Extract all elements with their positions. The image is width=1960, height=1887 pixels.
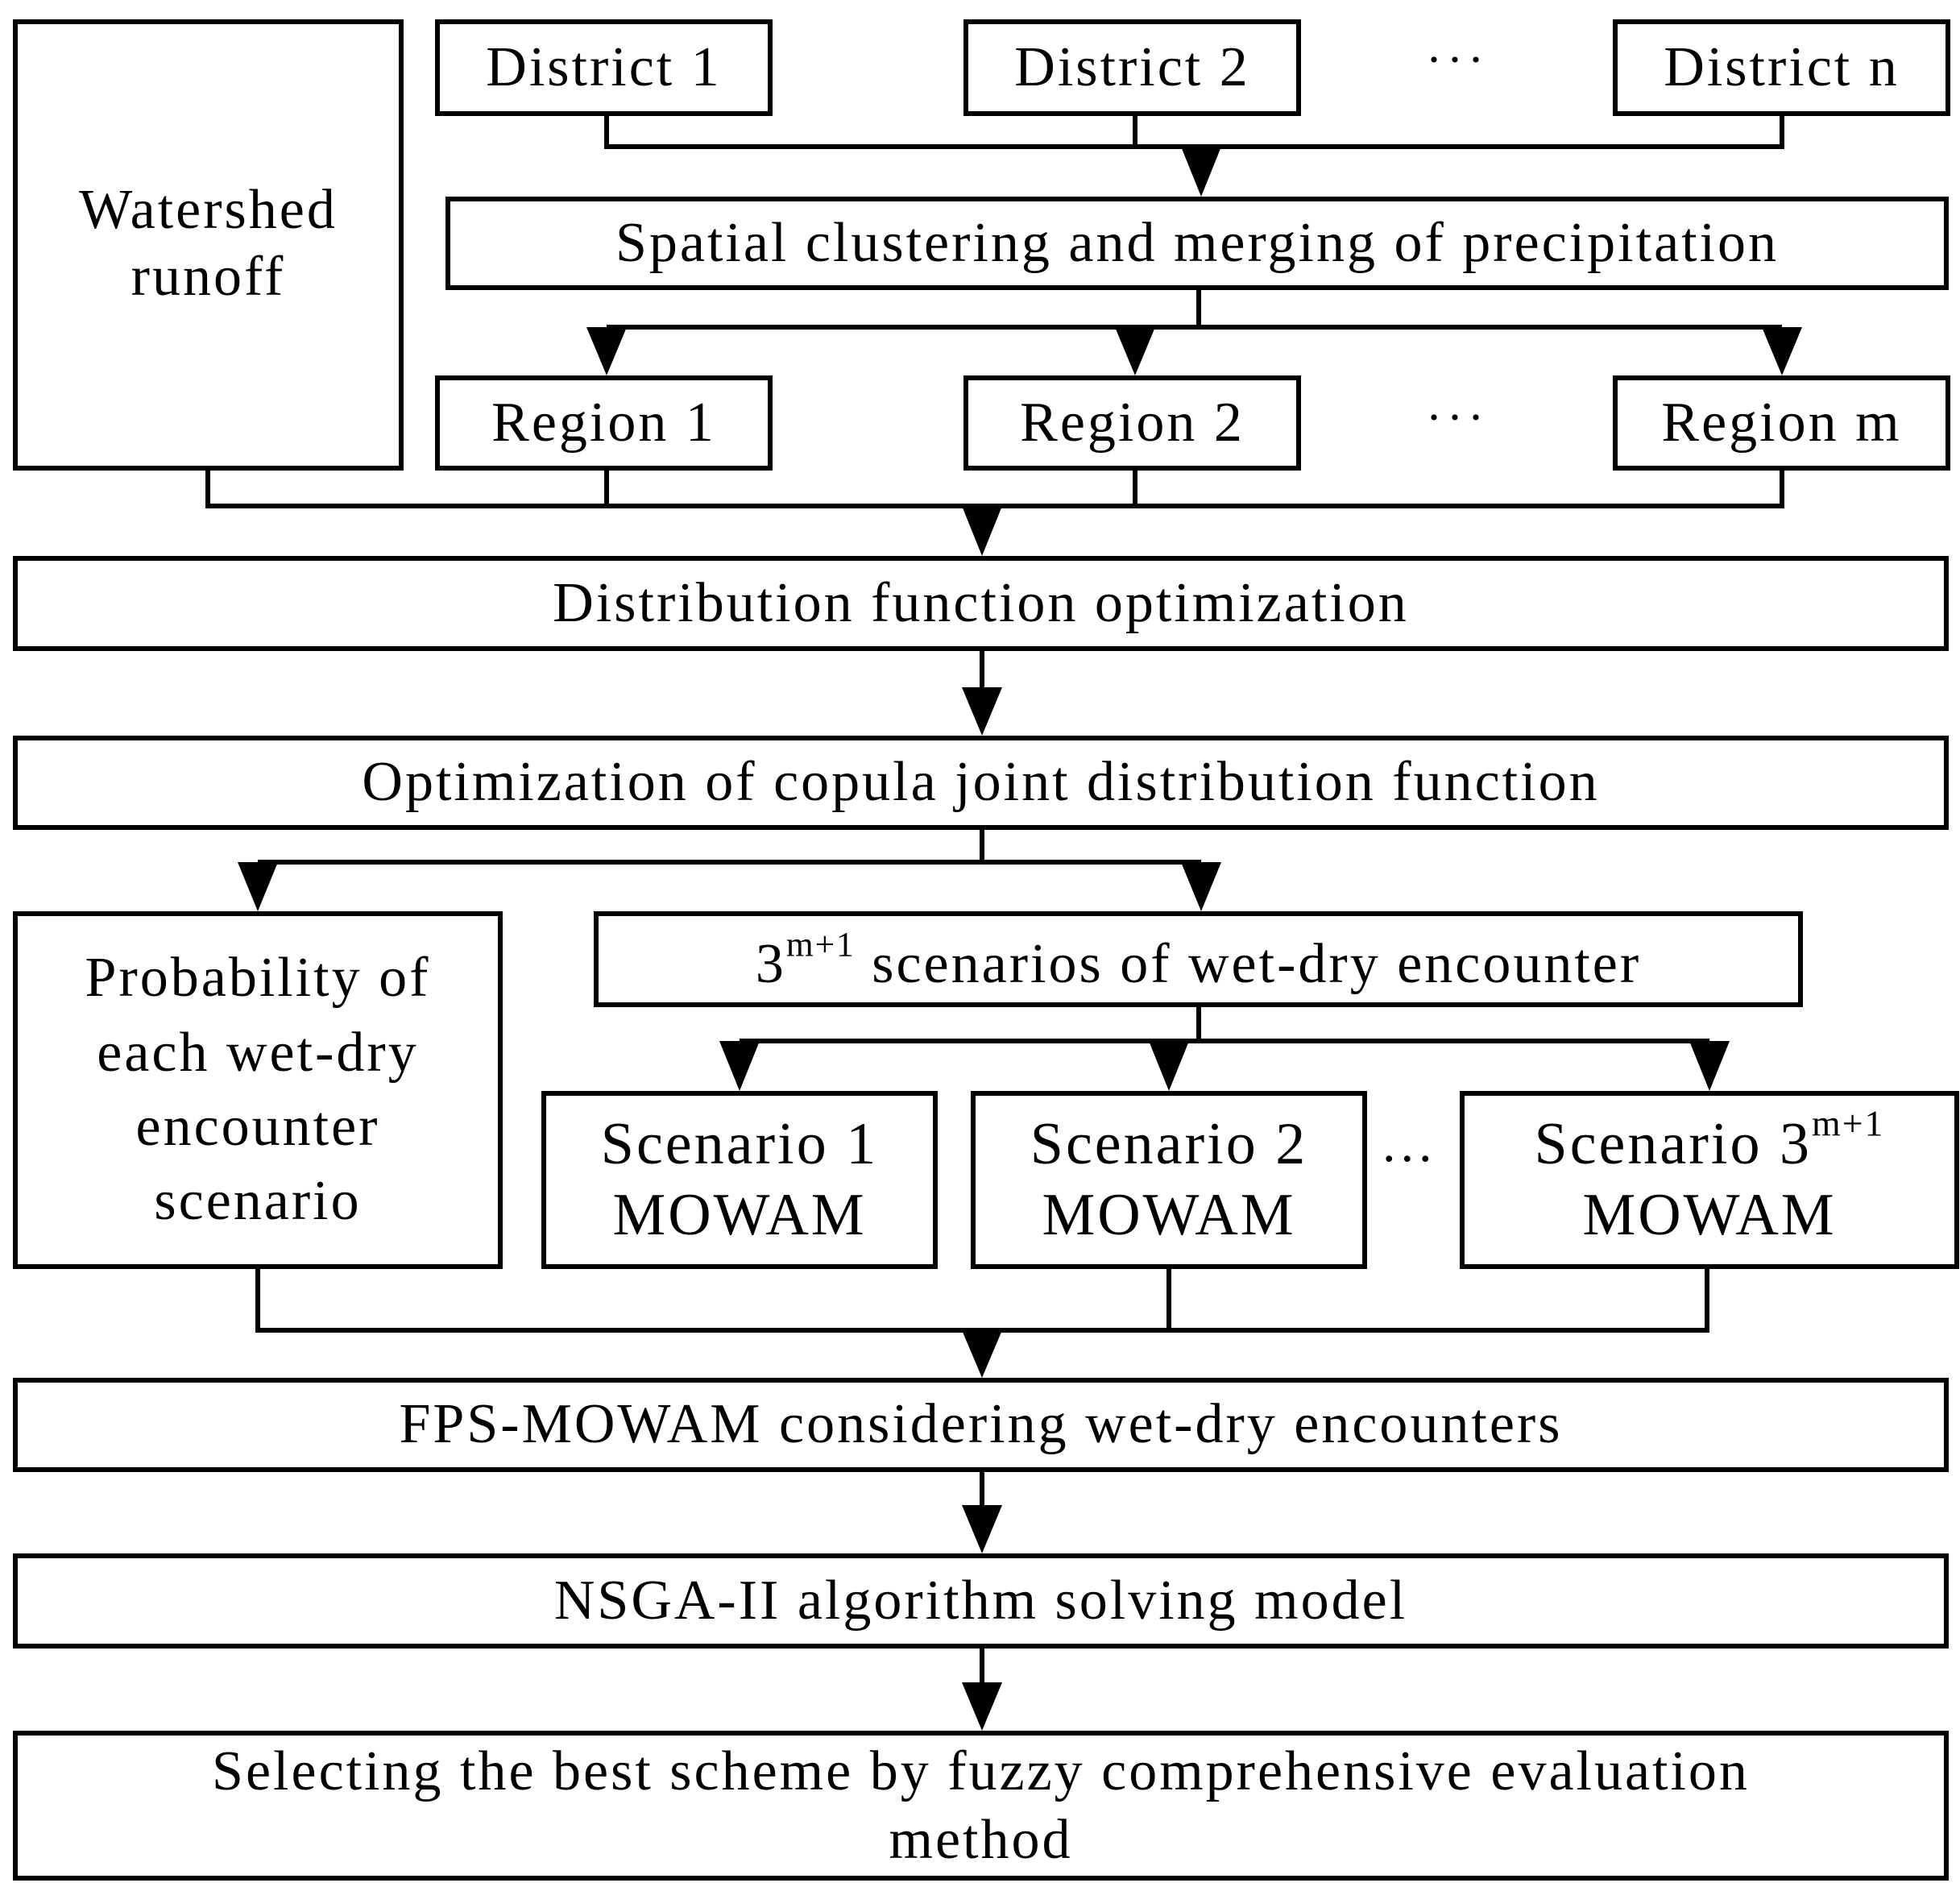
scenarios-base: 3 bbox=[755, 933, 786, 996]
arrowhead-down-icon bbox=[962, 687, 1002, 736]
arrowhead-down-icon bbox=[1181, 147, 1221, 197]
scenario-1-label: Scenario 1 bbox=[600, 1111, 879, 1178]
fps-mowam-box: FPS-MOWAM considering wet-dry encounters bbox=[13, 1378, 1949, 1472]
region-2-box: Region 2 bbox=[963, 375, 1301, 471]
probability-box: Probability of each wet-dry encounter sc… bbox=[13, 911, 503, 1269]
region-2-label: Region 2 bbox=[1020, 391, 1245, 454]
distribution-optimization-label: Distribution function optimization bbox=[553, 571, 1409, 634]
scenario-3-box: Scenario 3m+1 MOWAM bbox=[1460, 1091, 1959, 1269]
district-1-label: District 1 bbox=[486, 35, 722, 98]
region-join-line bbox=[205, 471, 1784, 508]
copula-optimization-box: Optimization of copula joint distributio… bbox=[13, 736, 1949, 830]
scenario-3-label: Scenario 3m+1 bbox=[1534, 1105, 1885, 1180]
arrowhead-down-icon bbox=[962, 506, 1002, 556]
arrowhead-down-icon bbox=[1762, 327, 1802, 375]
arrowhead-down-icon bbox=[1115, 327, 1155, 375]
nsga-ii-box: NSGA-II algorithm solving model bbox=[13, 1553, 1949, 1649]
scenario-2-box: Scenario 2 MOWAM bbox=[971, 1091, 1367, 1269]
districts-ellipsis: ··· bbox=[1426, 33, 1489, 86]
scenario-3-exponent: m+1 bbox=[1811, 1102, 1885, 1144]
arrowhead-down-icon bbox=[1689, 1041, 1730, 1091]
arrowhead-down-icon bbox=[238, 862, 278, 911]
arrowhead-down-icon bbox=[1149, 1041, 1189, 1091]
scenarios-box: 3m+1 scenarios of wet-dry encounter bbox=[594, 911, 1803, 1007]
probability-label-line4: scenario bbox=[154, 1170, 362, 1233]
scenario-1-mowam: MOWAM bbox=[612, 1181, 867, 1248]
scenario-2-label: Scenario 2 bbox=[1030, 1111, 1308, 1178]
district-join-line bbox=[604, 116, 1784, 149]
selecting-label-line1: Selecting the best scheme by fuzzy compr… bbox=[212, 1740, 1750, 1802]
district-n-label: District n bbox=[1664, 35, 1900, 98]
watershed-label-line2: runoff bbox=[131, 245, 286, 308]
distribution-optimization-box: Distribution function optimization bbox=[13, 556, 1949, 651]
region-1-box: Region 1 bbox=[435, 375, 773, 471]
scenario-join-line bbox=[255, 1269, 1709, 1333]
district-2-box: District 2 bbox=[963, 19, 1301, 116]
region-m-box: Region m bbox=[1613, 375, 1950, 471]
scenarios-label: 3m+1 scenarios of wet-dry encounter bbox=[755, 927, 1642, 998]
district-n-box: District n bbox=[1613, 19, 1950, 116]
spatial-clustering-label: Spatial clustering and merging of precip… bbox=[615, 211, 1780, 274]
probability-label-line3: encounter bbox=[135, 1096, 380, 1158]
arrowhead-down-icon bbox=[719, 1041, 760, 1091]
nsga-ii-label: NSGA-II algorithm solving model bbox=[553, 1569, 1408, 1632]
region-1-label: Region 1 bbox=[491, 391, 716, 454]
district-1-box: District 1 bbox=[435, 19, 773, 116]
arrowhead-down-icon bbox=[962, 1505, 1002, 1553]
scenarios-exponent: m+1 bbox=[785, 925, 856, 964]
scenarios-text: scenarios of wet-dry encounter bbox=[872, 933, 1642, 996]
arrowhead-down-icon bbox=[586, 327, 627, 375]
arrowhead-down-icon bbox=[962, 1330, 1002, 1378]
watershed-runoff-box: Watershed runoff bbox=[13, 19, 404, 471]
selecting-label-line2: method bbox=[889, 1809, 1073, 1871]
scenarios-ellipsis: ... bbox=[1382, 1114, 1437, 1173]
scenario-3-mowam: MOWAM bbox=[1582, 1181, 1837, 1248]
scenario-2-mowam: MOWAM bbox=[1042, 1181, 1296, 1248]
probability-label-line2: each wet-dry bbox=[97, 1021, 419, 1084]
scenario-1-box: Scenario 1 MOWAM bbox=[541, 1091, 938, 1269]
copula-optimization-label: Optimization of copula joint distributio… bbox=[362, 751, 1600, 814]
fps-mowam-label: FPS-MOWAM considering wet-dry encounters bbox=[399, 1393, 1563, 1456]
arrowhead-down-icon bbox=[962, 1682, 1002, 1731]
scenario-3-base: Scenario 3 bbox=[1534, 1111, 1812, 1178]
arrowhead-down-icon bbox=[1181, 862, 1221, 911]
region-m-label: Region m bbox=[1661, 391, 1902, 454]
watershed-label-line1: Watershed bbox=[79, 179, 338, 241]
probability-label-line1: Probability of bbox=[85, 947, 431, 1010]
selecting-scheme-box: Selecting the best scheme by fuzzy compr… bbox=[13, 1731, 1949, 1881]
spatial-clustering-box: Spatial clustering and merging of precip… bbox=[445, 197, 1949, 290]
regions-ellipsis: ··· bbox=[1426, 391, 1489, 444]
district-2-label: District 2 bbox=[1014, 35, 1250, 98]
